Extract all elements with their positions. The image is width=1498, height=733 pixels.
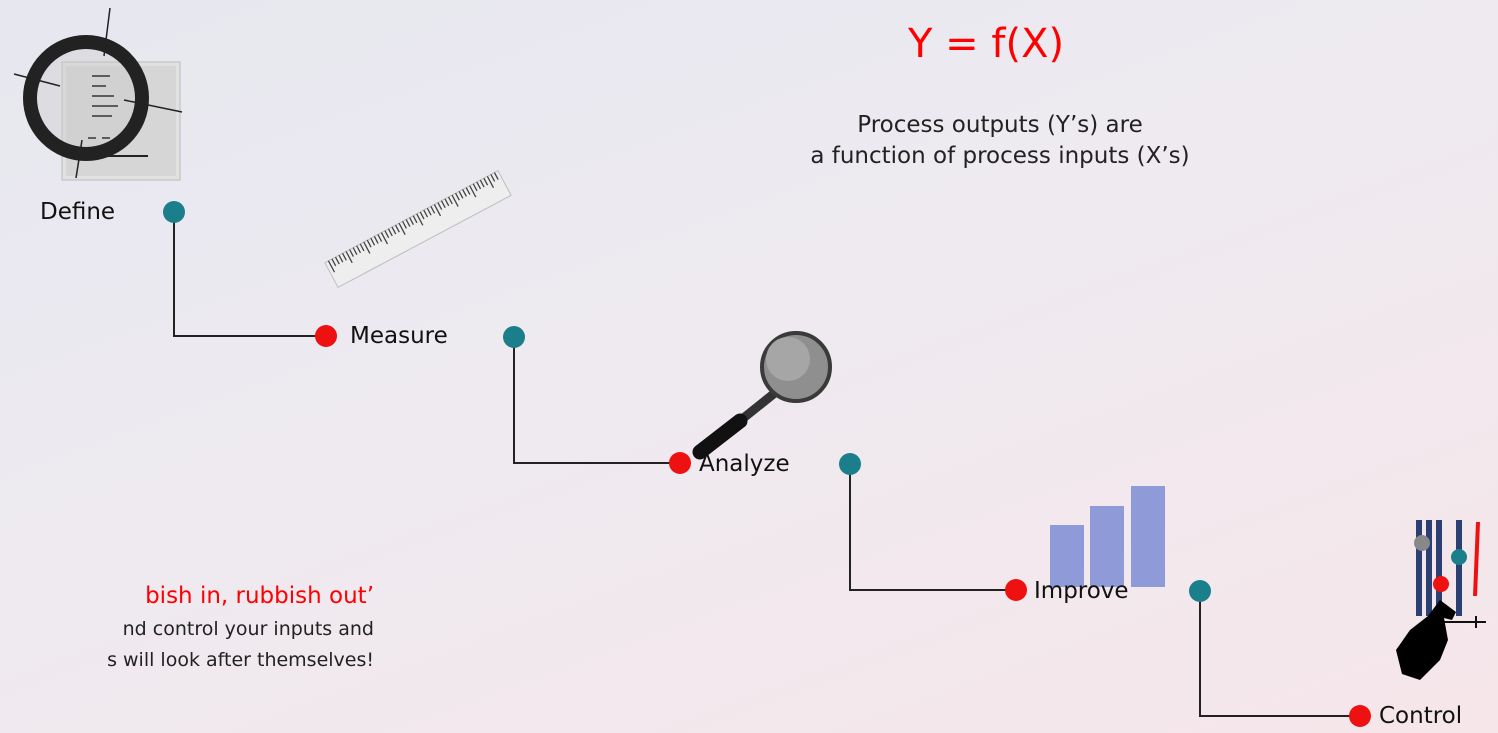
control-sliders-hand-icon [1396, 520, 1486, 680]
measure-label: Measure [350, 323, 448, 349]
connector-analyze-improve [849, 464, 1016, 591]
document-target-icon [13, 7, 183, 181]
improve-label: Improve [1034, 578, 1129, 604]
connector-define-measure [173, 212, 326, 337]
control-label: Control [1379, 703, 1463, 729]
formula-description-line1: Process outputs (Y’s) are [857, 112, 1143, 138]
analyze-exit-dot [839, 453, 861, 475]
rubbish-quote-title: bish in, rubbish out’ [145, 583, 374, 609]
analyze-entry-dot [669, 452, 691, 474]
formula-equation: Y = f(X) [908, 21, 1065, 67]
measure-exit-dot [503, 326, 525, 348]
analyze-label: Analyze [699, 451, 790, 477]
formula-description: Process outputs (Y’s) are a function of … [700, 110, 1300, 172]
measure-entry-dot [315, 325, 337, 347]
define-exit-dot [163, 201, 185, 223]
bar-chart-icon [1050, 486, 1165, 587]
rubbish-quote-line2: s will look after themselves! [107, 649, 374, 671]
control-entry-dot [1349, 705, 1371, 727]
magnifying-glass-icon [692, 331, 832, 460]
improve-entry-dot [1005, 579, 1027, 601]
connector-measure-analyze [513, 337, 680, 464]
define-label: Define [40, 199, 116, 225]
improve-exit-dot [1189, 580, 1211, 602]
formula-description-line2: a function of process inputs (X’s) [810, 143, 1190, 169]
rubbish-quote: bish in, rubbish out’ nd control your in… [107, 585, 374, 676]
connector-improve-control [1199, 591, 1360, 717]
rubbish-quote-line1: nd control your inputs and [122, 618, 374, 640]
ruler-icon [324, 169, 512, 289]
